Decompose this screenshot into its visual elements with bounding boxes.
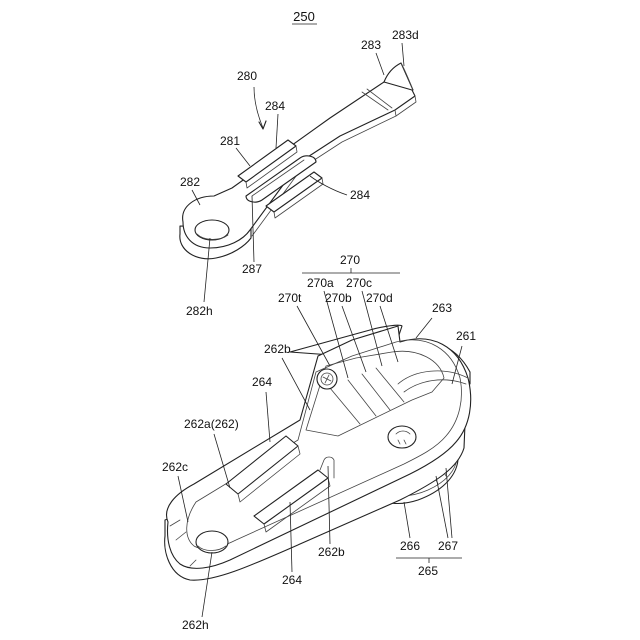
label-264-bottom: 264 [282, 573, 302, 587]
leader-262b-top [282, 358, 310, 410]
label-265: 265 [418, 564, 438, 578]
label-262b-top: 262b [264, 342, 291, 356]
leader-263 [416, 318, 432, 338]
body-part [165, 325, 471, 580]
strap-280 [180, 63, 416, 259]
leader-281 [236, 148, 250, 166]
figure-number: 250 [293, 9, 315, 24]
label-283: 283 [361, 38, 381, 52]
label-262h-bottom: 262h [182, 618, 209, 632]
label-270t: 270t [278, 291, 302, 305]
label-262b-bottom: 262b [318, 545, 345, 559]
label-283d: 283d [392, 28, 419, 42]
label-270d: 270d [366, 291, 393, 305]
leader-270t [297, 306, 330, 366]
label-282h-top: 282h [186, 304, 213, 318]
label-263: 263 [432, 301, 452, 315]
label-270c: 270c [346, 276, 372, 290]
label-270: 270 [340, 253, 360, 267]
label-270b: 270b [325, 291, 352, 305]
label-287: 287 [242, 262, 262, 276]
label-284-right: 284 [350, 188, 370, 202]
label-261: 261 [456, 329, 476, 343]
label-282: 282 [180, 175, 200, 189]
label-262a: 262a(262) [184, 417, 239, 431]
label-266: 266 [400, 539, 420, 553]
label-270a: 270a [307, 276, 334, 290]
leader-283d [402, 43, 404, 66]
label-262c: 262c [162, 460, 188, 474]
label-264-top: 264 [252, 375, 272, 389]
label-281: 281 [220, 134, 240, 148]
label-280: 280 [237, 69, 257, 83]
label-267: 267 [438, 539, 458, 553]
label-284-top: 284 [265, 99, 285, 113]
leader-283 [376, 53, 384, 75]
leader-266 [404, 502, 410, 538]
leader-264-top [266, 392, 270, 442]
arrow-280 [259, 121, 266, 129]
leader-284-top [276, 114, 278, 148]
